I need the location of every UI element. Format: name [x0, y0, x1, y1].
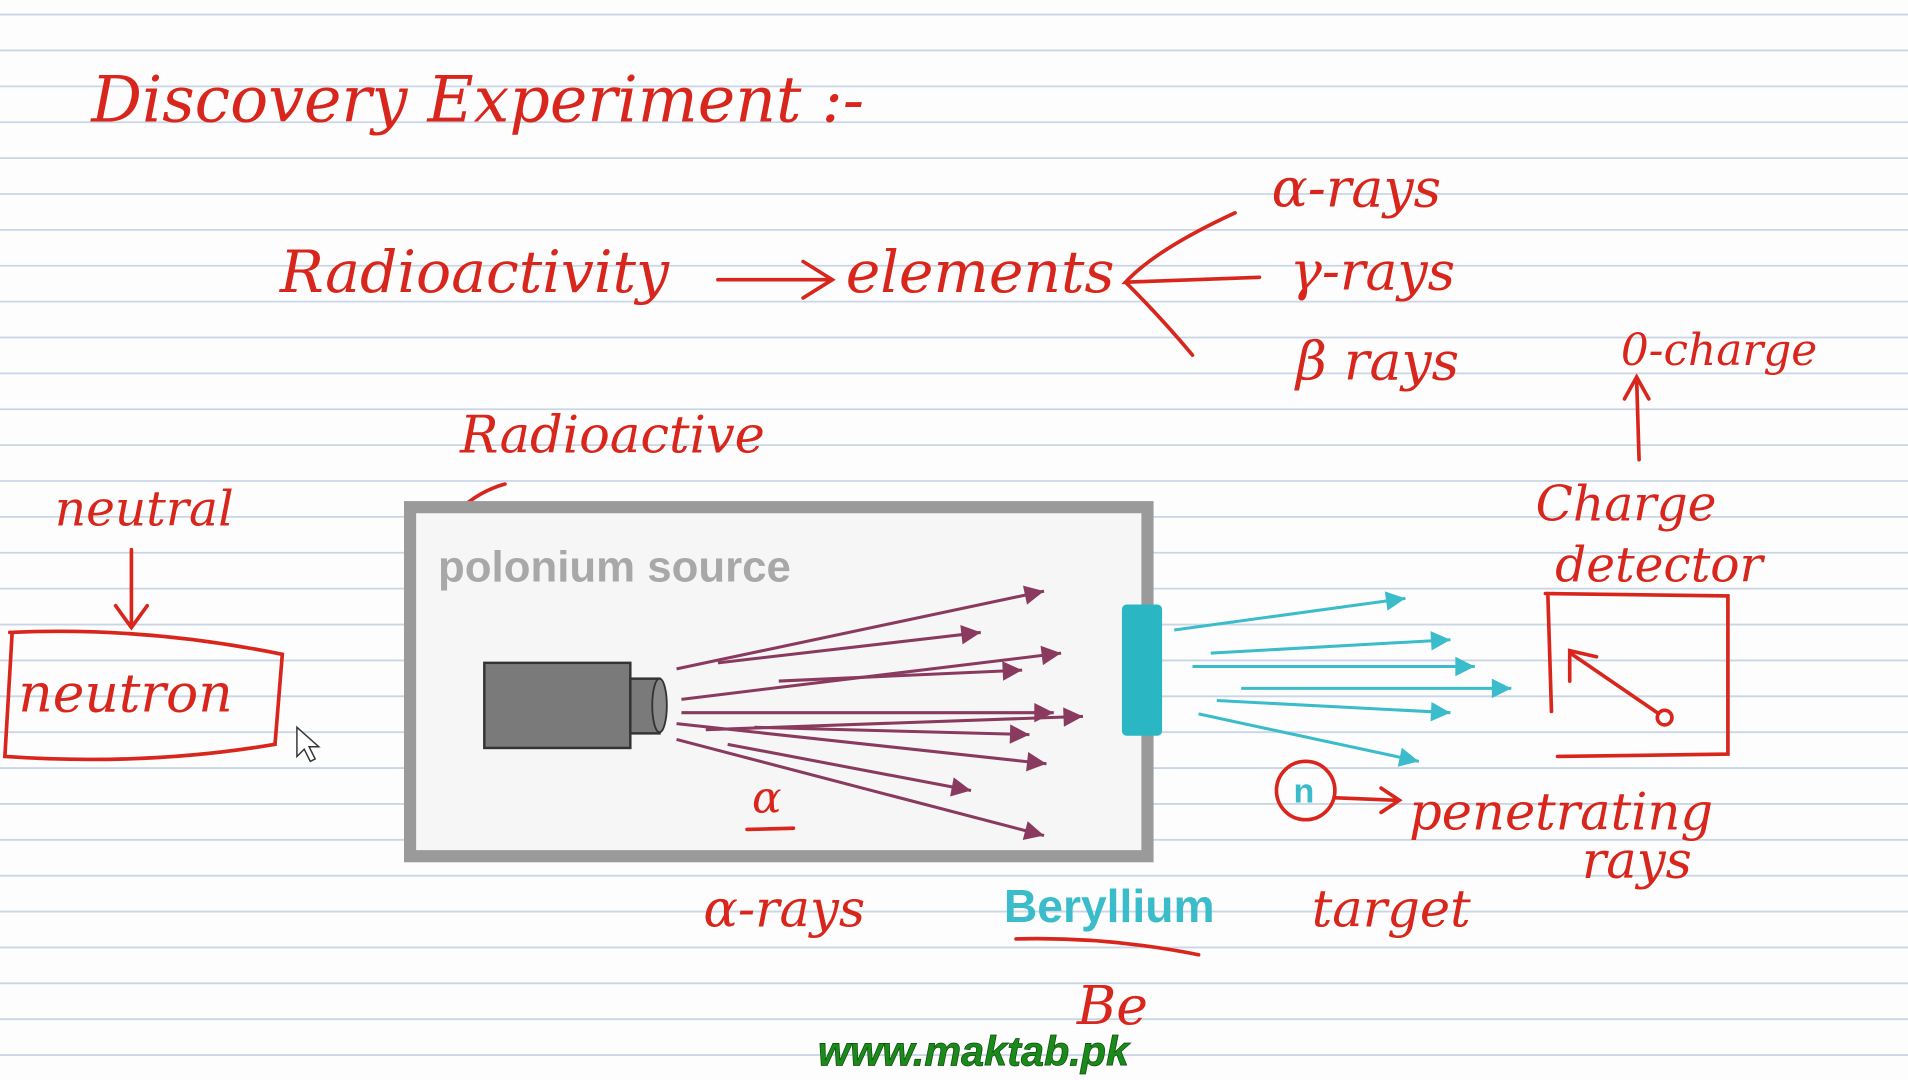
label-n: n [1293, 773, 1314, 811]
label-beryllium: Beryllium [1004, 880, 1215, 932]
beryllium-underline [1014, 936, 1201, 957]
ray-arrow [676, 722, 1047, 772]
ray-arrow [676, 737, 1045, 841]
ray-arrow [1192, 656, 1475, 677]
label-neutron: neutron [18, 661, 232, 724]
page-title: Discovery Experiment :- [90, 63, 864, 137]
alpha-arrows [676, 585, 1084, 841]
flow-elements: elements [846, 238, 1115, 306]
label-neutral: neutral [55, 481, 234, 537]
label-rays: rays [1582, 832, 1692, 891]
mouse-cursor-icon [296, 725, 321, 763]
label-detector: detector [1555, 537, 1765, 593]
arrow-up-icon [1622, 373, 1651, 462]
label-zero-charge: 0-charge [1621, 325, 1817, 376]
charge-detector [1543, 591, 1730, 759]
ray-arrow [727, 742, 972, 797]
arrow-down-icon [113, 547, 150, 631]
ray-arrow [754, 724, 1030, 744]
neutron-box [2, 629, 285, 762]
ray-arrow [1198, 712, 1420, 767]
ray-arrow [1174, 591, 1406, 632]
ray-beta: β rays [1294, 329, 1459, 392]
flow-radioactivity: Radioactivity [279, 238, 670, 306]
ray-arrow [778, 661, 1023, 683]
ray-arrow [717, 625, 981, 665]
branch-lines [1121, 211, 1262, 357]
polonium-source [483, 661, 668, 750]
beryllium-target [1121, 604, 1163, 736]
penetrating-ray-arrows [1174, 591, 1512, 767]
label-polonium-source: polonium source [438, 542, 791, 591]
ray-arrow [1216, 699, 1451, 722]
arrow-icon [1334, 786, 1403, 815]
label-target: target [1312, 881, 1471, 940]
ray-alpha: α-rays [1272, 157, 1441, 220]
label-alpha: α [752, 772, 782, 823]
arrow-icon [716, 259, 836, 300]
ray-gamma: γ-rays [1290, 239, 1455, 302]
label-alpha-rays: α-rays [703, 881, 865, 940]
label-penetrating: penetrating [1409, 783, 1713, 842]
watermark: www.maktab.pk [818, 1028, 1131, 1074]
ray-arrow [1210, 631, 1451, 655]
label-radioactive: Radioactive [459, 406, 765, 465]
ray-arrow [676, 585, 1045, 671]
experiment-chamber [403, 501, 1154, 863]
neutron-circle [1274, 759, 1337, 822]
ray-arrow [1241, 678, 1512, 699]
alpha-underline [745, 826, 796, 832]
label-be: Be [1076, 974, 1148, 1037]
label-charge: Charge [1536, 477, 1717, 533]
